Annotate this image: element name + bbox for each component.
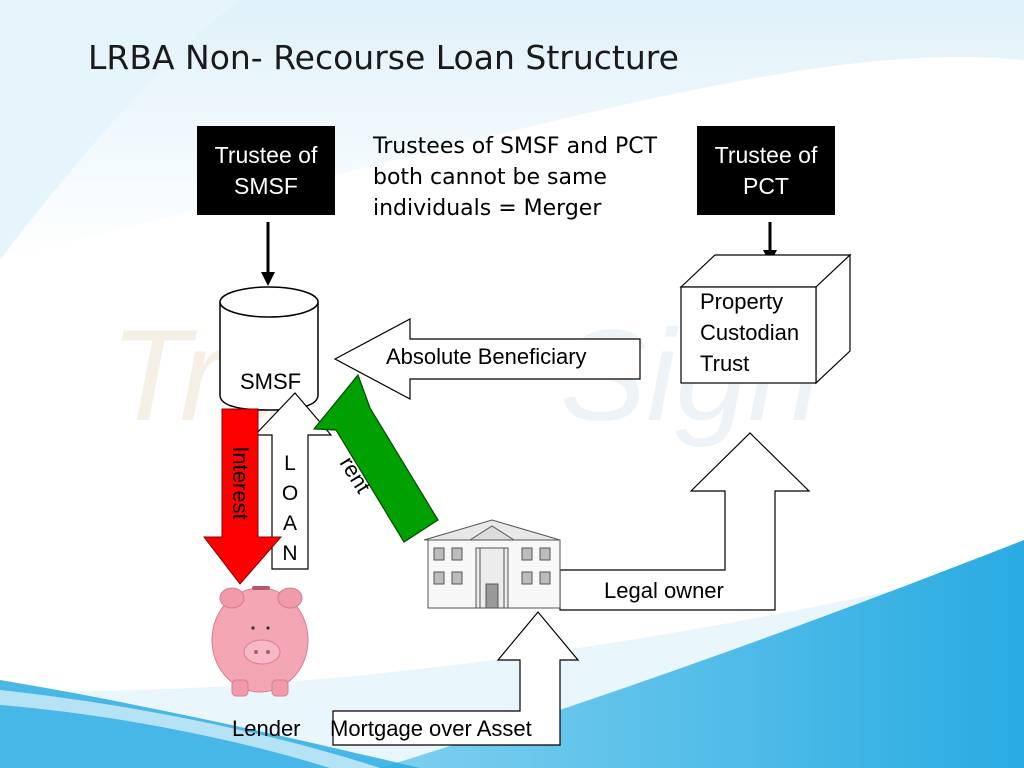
slide-title: LRBA Non- Recourse Loan Structure — [88, 38, 679, 77]
trustee-smsf-line1: Trustee of — [214, 141, 318, 168]
mortgage-label: Mortgage over Asset — [330, 716, 532, 741]
interest-label: Interest — [228, 446, 253, 520]
note-line2: both cannot be same — [373, 165, 607, 190]
smsf-label: SMSF — [240, 369, 302, 394]
absolute-beneficiary-label: Absolute Beneficiary — [386, 344, 587, 369]
mortgage-arrow — [332, 611, 580, 746]
trustee-smsf-line2: SMSF — [234, 172, 298, 199]
trustee-smsf-box: Trustee of SMSF — [197, 126, 335, 215]
trustee-pct-line1: Trustee of — [714, 141, 818, 168]
legal-owner-arrow — [559, 432, 811, 611]
legal-owner-label: Legal owner — [604, 578, 724, 603]
note-line1: Trustees of SMSF and PCT — [373, 134, 658, 159]
cylinder-icon — [219, 286, 319, 411]
pct-line1: Property — [700, 289, 784, 314]
trustee-pct-box: Trustee of PCT — [697, 126, 835, 215]
rent-arrow — [312, 373, 439, 543]
loan-letter-o: O — [281, 482, 299, 505]
merger-note: Trustees of SMSF and PCT both cannot be … — [373, 131, 693, 224]
note-line3: individuals = Merger — [373, 196, 602, 221]
pct-label: Property Custodian Trust — [700, 286, 799, 379]
pct-line3: Trust — [700, 351, 750, 376]
absolute-beneficiary-arrow — [333, 318, 641, 400]
loan-arrow — [253, 392, 333, 570]
lender-label: Lender — [232, 716, 301, 741]
interest-arrow — [202, 408, 283, 585]
cube-icon — [679, 253, 852, 385]
piggy-bank-icon — [211, 586, 309, 697]
loan-label: L O A N — [275, 449, 305, 569]
trustee-pct-line2: PCT — [742, 172, 789, 199]
loan-letter-a: A — [282, 512, 297, 535]
loan-letter-n: N — [282, 542, 298, 565]
pct-line2: Custodian — [700, 320, 800, 345]
arrow-trustee-to-smsf — [261, 222, 275, 286]
house-icon — [423, 519, 561, 609]
loan-letter-l: L — [284, 452, 296, 475]
